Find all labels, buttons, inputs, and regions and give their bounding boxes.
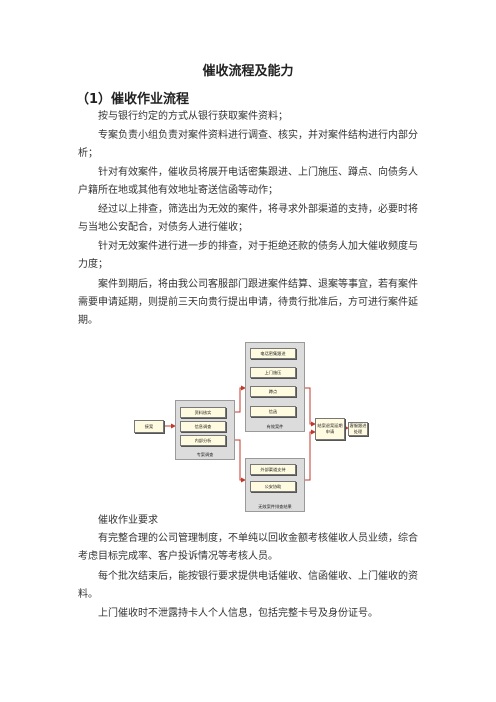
group-label-investigation: 专案调查 — [196, 452, 214, 457]
section-heading: （1）催收作业流程 — [76, 92, 190, 107]
flow-item-stakeout: 蹲点 — [250, 386, 296, 397]
flow-item-phone: 电话密集跟进 — [250, 348, 296, 359]
paragraph-5: 针对无效案件进行进一步的排查，对于拒绝还款的债务人加大催收频度与力度； — [78, 241, 418, 270]
paragraph-2: 专案负责小组负责对案件资料进行调查、核实，并对案件结构进行内部分析； — [78, 130, 418, 159]
flow-report-node: 客服跟进处理 — [348, 422, 368, 436]
requirement-2: 每个批次结束后，能按银行要求提供电话催收、信函催收、上门催收的资料。 — [78, 571, 418, 600]
group-label-invalid: 无效案件排查结果 — [258, 504, 292, 509]
flow-result-node: 结案退案延期申请 — [315, 418, 345, 440]
paragraph-6: 案件到期后，将由我公司客服部门跟进案件结算、退案等事宜，若有案件需要申请延期，则… — [78, 279, 418, 326]
requirement-1: 有完整合理的公司管理制度，不单纯以回收金额考核催收人员业绩，综合考虑目标完成率、… — [78, 533, 418, 562]
requirements-heading: 催收作业要求 — [98, 515, 158, 526]
flow-item-analysis: 内部分析 — [180, 435, 226, 446]
page-title: 催收流程及能力 — [202, 64, 294, 79]
flow-item-external: 外部渠道支持 — [250, 464, 296, 475]
flow-item-verify: 资料核实 — [180, 407, 226, 418]
paragraph-4: 经过以上排查，筛选出为无效的案件，将寻求外部渠道的支持，必要时将与当地公安配合，… — [78, 204, 418, 233]
paragraph-1: 按与银行约定的方式从银行获取案件资料； — [98, 111, 288, 122]
requirement-3: 上门催收时不泄露持卡人个人信息，包括完整卡号及身份证号。 — [98, 608, 378, 619]
process-flowchart: 接案 专案调查 资料核实 信息调查 内部分析 有效案件 电话密集跟进 上门施压 … — [132, 340, 368, 515]
group-label-valid: 有效案件 — [266, 424, 284, 429]
paragraph-3: 针对有效案件，催收员将展开电话密集跟进、上门施压、蹲点、向债务人户籍所在地或其他… — [78, 167, 418, 196]
flow-item-letter: 信函 — [250, 406, 296, 417]
flow-item-investigate: 信息调查 — [180, 421, 226, 432]
flow-start-node: 接案 — [134, 420, 164, 433]
flow-item-visit: 上门施压 — [250, 367, 296, 378]
flow-item-police: 公安协助 — [250, 481, 296, 492]
